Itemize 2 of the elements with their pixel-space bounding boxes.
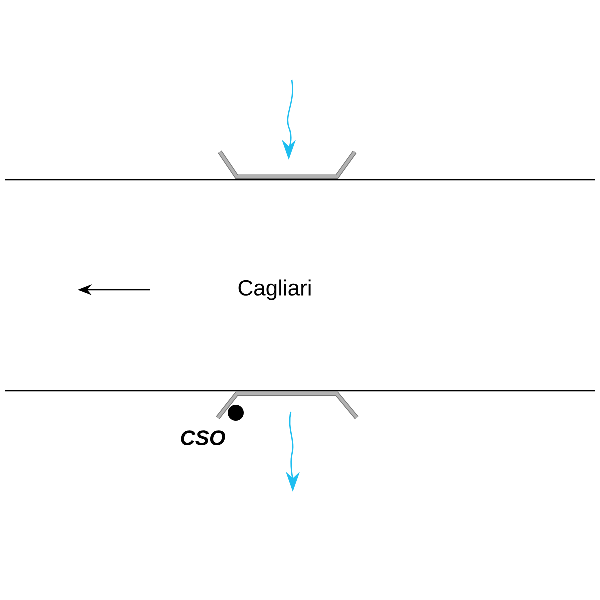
place-label: Cagliari [238, 280, 311, 300]
outfall-label: CSO [181, 430, 226, 446]
